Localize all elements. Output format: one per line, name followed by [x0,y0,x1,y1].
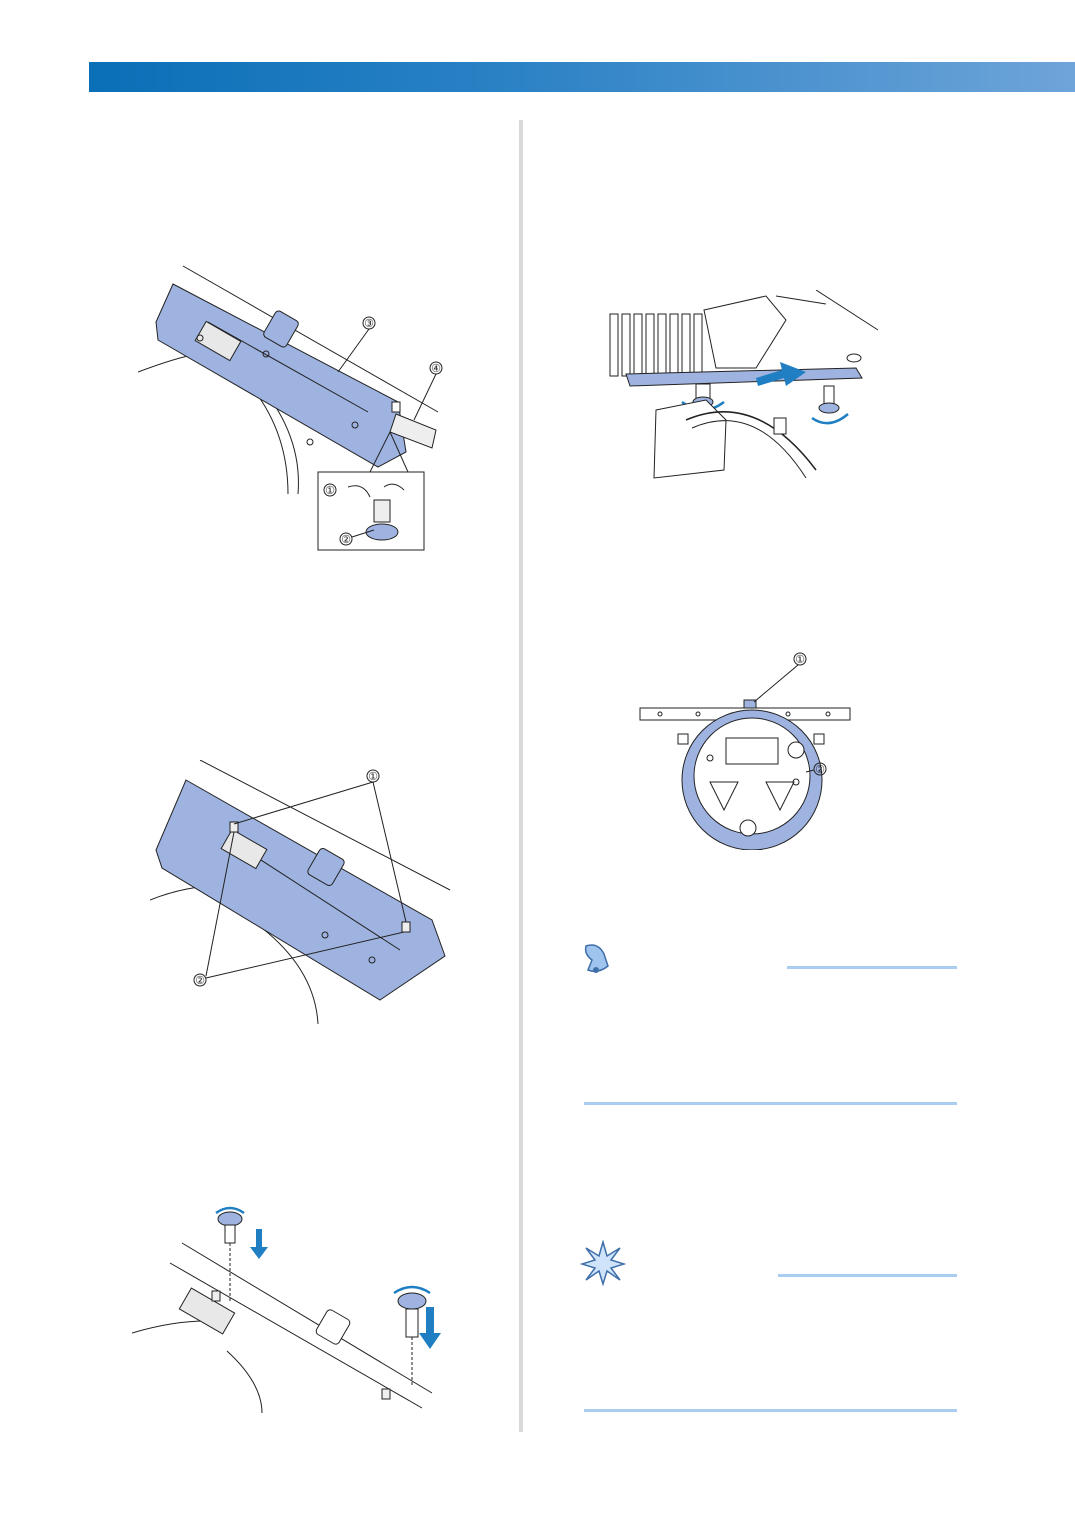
note-rule-bottom [584,1409,957,1412]
callout-2: ② [341,534,351,546]
callout-2: ② [195,975,205,987]
note-rule-top [787,966,957,969]
callout-4: ④ [431,363,441,375]
callout-3: ③ [364,318,374,330]
note-rule-top [778,1274,957,1277]
callout-2: ② [815,764,825,776]
page-header-bar [89,62,1075,92]
figure-3-thumb-screws [132,1203,442,1415]
callout-1: ① [368,771,378,783]
bell-icon [578,940,614,976]
sparkle-icon [580,1240,626,1286]
figure-4-machine-attach [606,290,888,484]
note-rule-bottom [584,1102,957,1105]
column-divider [519,120,523,1432]
figure-5-frame-assembly: ① ② [638,650,858,850]
callout-1: ① [795,654,805,666]
callout-1: ① [325,485,335,497]
figure-2-bracket-pins: ① ② [150,760,460,1026]
figure-1-frame-bracket: ③ ④ ① ② [138,262,458,554]
